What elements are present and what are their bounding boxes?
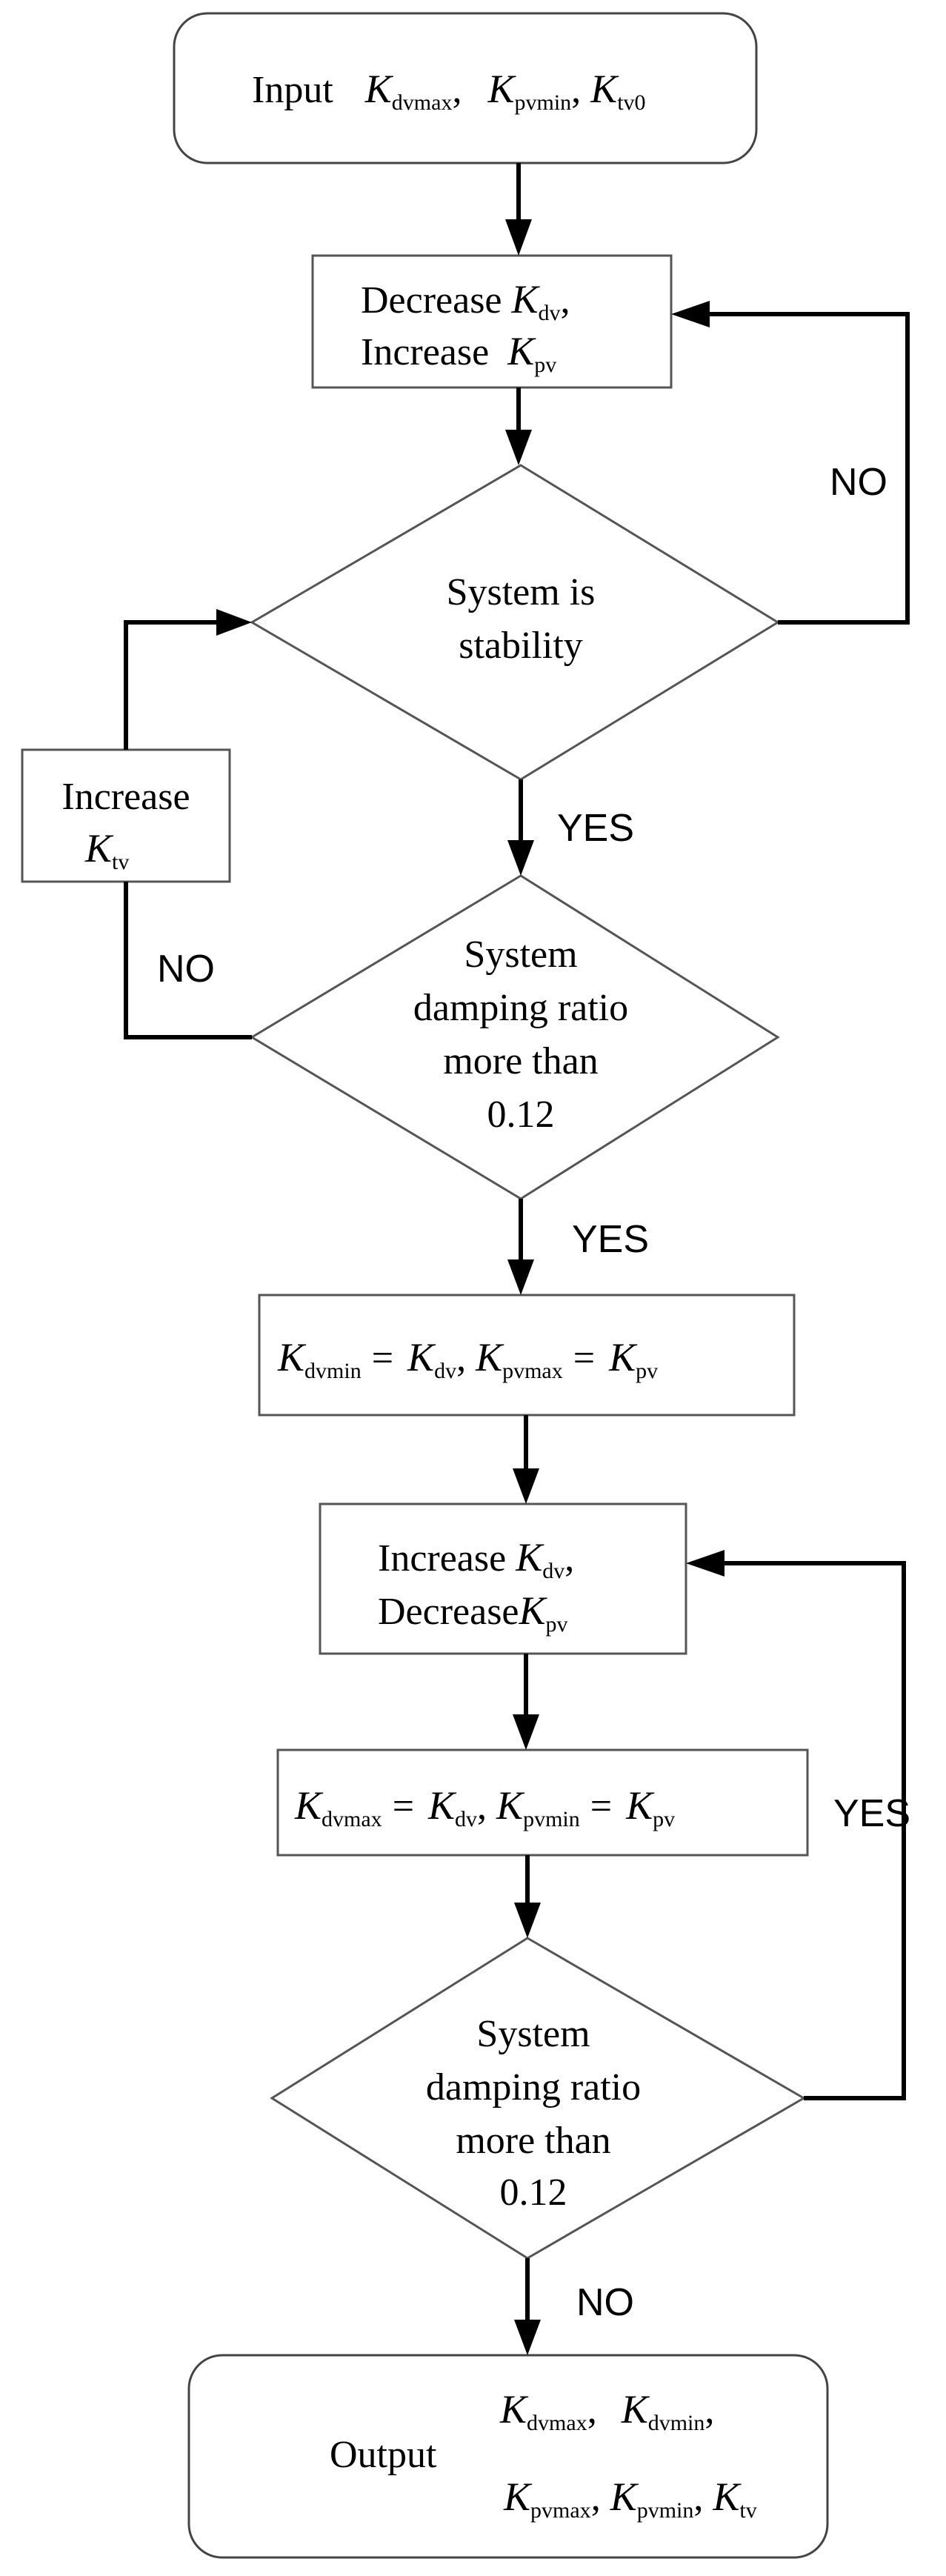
dec1-line1: System is bbox=[447, 571, 596, 613]
dec2-line2: damping ratio bbox=[413, 987, 628, 1029]
side-box-word: Increase bbox=[61, 776, 190, 818]
arrow-head bbox=[513, 1714, 539, 1750]
dec3-line2: damping ratio bbox=[426, 2066, 641, 2109]
damping-decision-1 bbox=[250, 874, 780, 1200]
edge-label-yes-loop: YES bbox=[833, 1792, 910, 1835]
step1-line2: Increase Kpv bbox=[361, 329, 556, 377]
dec3-line4: 0.12 bbox=[500, 2171, 567, 2214]
edge-label-no-end: NO bbox=[576, 2281, 634, 2324]
dec1-line2: stability bbox=[459, 625, 583, 667]
step2-line2: DecreaseKpv bbox=[378, 1588, 568, 1637]
arrow-head bbox=[507, 1259, 534, 1295]
start-word: Input bbox=[252, 69, 333, 111]
assign1-label: Kdvmin= Kdv, Kpvmax= Kpv bbox=[277, 1335, 658, 1383]
arrow-head bbox=[505, 430, 532, 465]
end-row2: Kpvmax, Kpvmin, Ktv bbox=[503, 2475, 757, 2523]
edge-label-no-1: NO bbox=[830, 461, 887, 504]
assign-min-max-box bbox=[258, 1294, 796, 1417]
dec2-line1: System bbox=[464, 933, 577, 976]
increase-kdv-box-2 bbox=[319, 1502, 687, 1655]
end-terminal bbox=[187, 2354, 829, 2559]
connectors bbox=[124, 163, 910, 2355]
edge-label-yes-1: YES bbox=[557, 807, 634, 850]
arrow-head bbox=[513, 1468, 539, 1504]
arrow-head bbox=[686, 1550, 725, 1577]
decrease-kdv-box bbox=[311, 254, 673, 389]
edge-label-yes-2: YES bbox=[572, 1218, 649, 1261]
arrow-head bbox=[514, 2320, 541, 2355]
side-box-k: Ktv bbox=[84, 826, 129, 874]
edge-no-loop-1 bbox=[707, 312, 910, 625]
dec3-line3: more than bbox=[456, 2120, 610, 2162]
edge-yes-loop-3 bbox=[722, 1561, 906, 2100]
dec2-line3: more than bbox=[443, 1040, 598, 1082]
edge-no-loop-2 bbox=[124, 882, 252, 1039]
arrow-head bbox=[216, 609, 252, 636]
edge-sidebox-to-dec1 bbox=[124, 620, 216, 750]
start-terminal bbox=[173, 12, 758, 164]
start-label: Input Kdvmax, Kpvmin, Ktv0 bbox=[252, 67, 646, 115]
step1-line1: Decrease Kdv, bbox=[361, 277, 570, 325]
stability-decision bbox=[250, 464, 780, 781]
assign-max-min-box bbox=[276, 1748, 809, 1857]
dec3-line1: System bbox=[476, 2013, 590, 2055]
arrow-head bbox=[514, 1903, 541, 1938]
assign2-label: Kdvmax= Kdv, Kpvmin= Kpv bbox=[294, 1783, 675, 1831]
end-row1: Kdvmax, Kdvmin, bbox=[499, 2387, 714, 2435]
arrow-head bbox=[507, 840, 534, 876]
dec2-line4: 0.12 bbox=[487, 1094, 555, 1136]
end-word: Output bbox=[330, 2434, 437, 2476]
arrow-head bbox=[671, 301, 710, 327]
edge-label-no-2: NO bbox=[157, 948, 215, 991]
step2-line1: Increase Kdv, bbox=[378, 1535, 574, 1583]
arrow-head bbox=[505, 219, 532, 256]
